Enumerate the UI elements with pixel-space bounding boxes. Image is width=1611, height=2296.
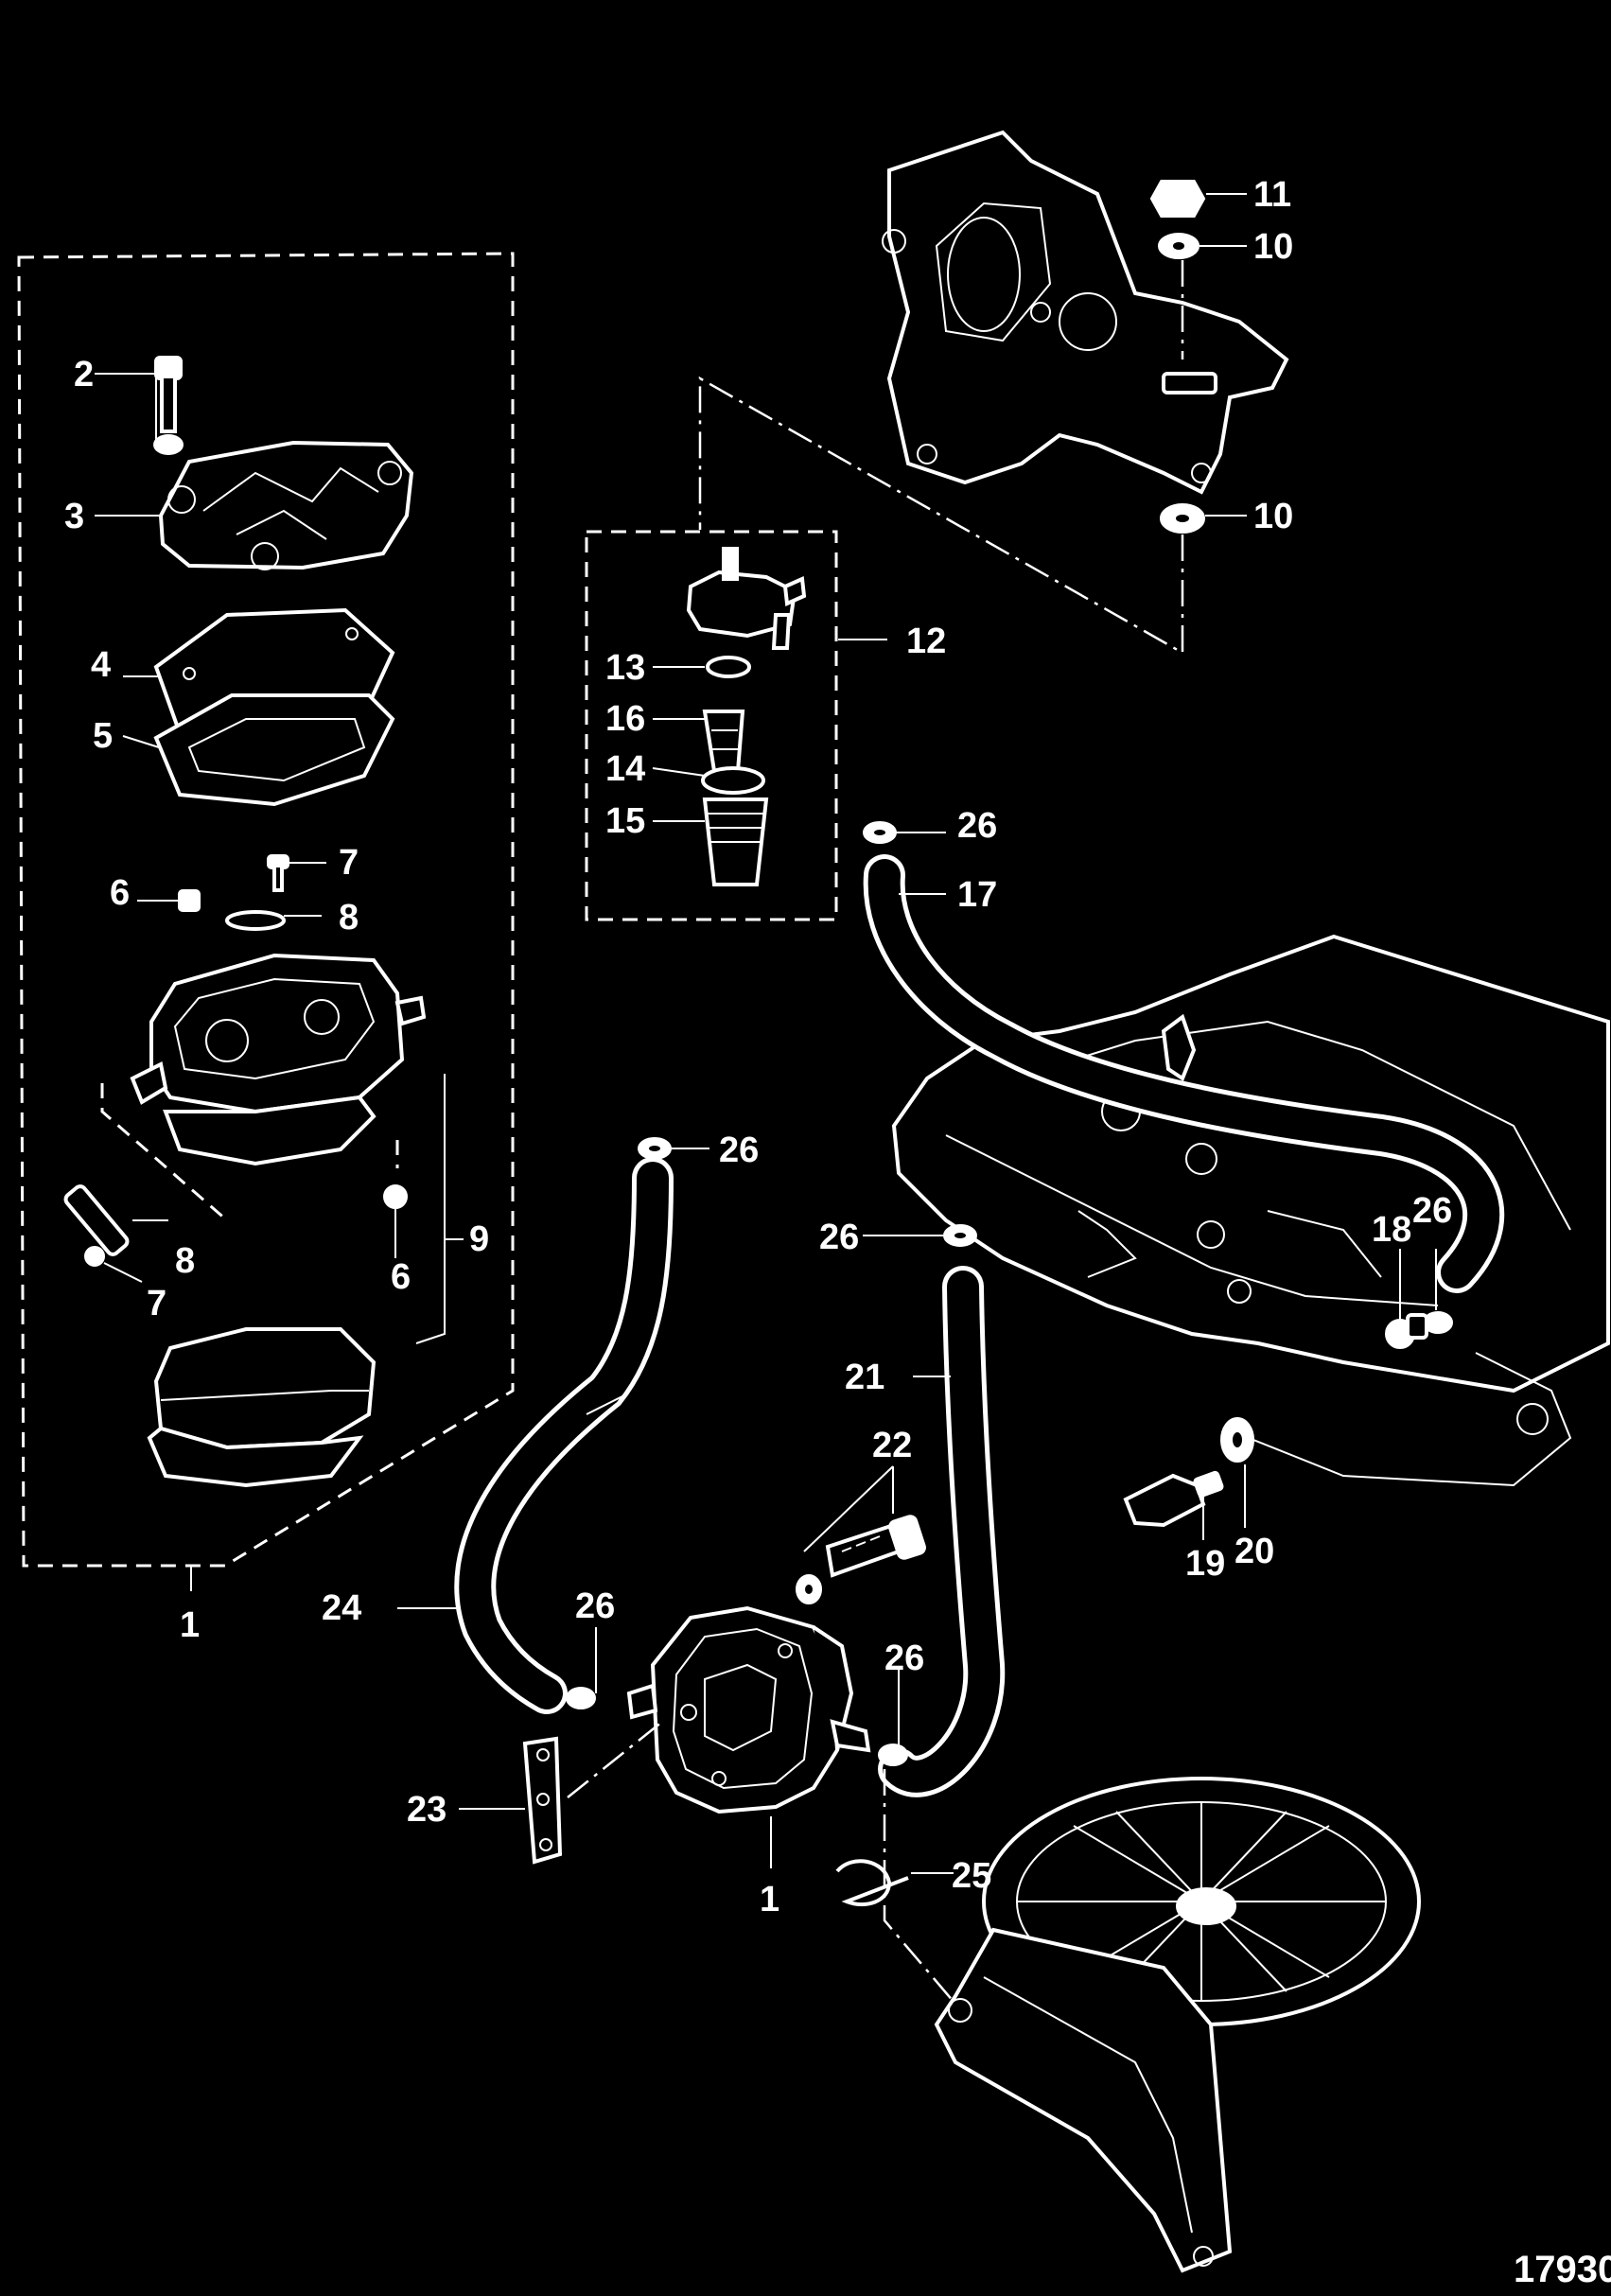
check-valve-bottom — [63, 1083, 408, 1267]
washer-20 — [1220, 1417, 1254, 1463]
callout-26-d: 26 — [1412, 1191, 1452, 1231]
clamp-26-pump-right — [878, 1744, 908, 1766]
clamp-26-pump-left — [566, 1687, 596, 1709]
callout-13: 13 — [605, 648, 645, 688]
fuel-filter-assembly — [686, 547, 807, 886]
clamp-26-hose21 — [943, 1224, 977, 1247]
leaders-left — [95, 373, 464, 1283]
fuel-pump-kit-boundary — [17, 252, 515, 1591]
callout-labels: 2 3 4 5 6 7 8 8 7 6 9 1 11 10 10 12 13 1… — [64, 175, 1611, 2290]
callout-10-top: 10 — [1253, 227, 1293, 267]
callout-20: 20 — [1235, 1532, 1274, 1571]
nut-11 — [1149, 180, 1206, 218]
leader-9-bracket — [415, 1074, 446, 1344]
callout-14: 14 — [605, 749, 645, 789]
callout-24: 24 — [322, 1588, 361, 1628]
fitting-18 — [1385, 1313, 1428, 1349]
fuel-pump — [626, 1605, 871, 1814]
callout-26-a: 26 — [957, 806, 997, 846]
callout-26-b: 26 — [719, 1130, 759, 1170]
callout-5: 5 — [93, 716, 113, 756]
hose-21 — [878, 1266, 1006, 1797]
fitting-19 — [1123, 1470, 1224, 1528]
callout-26-c: 26 — [819, 1218, 859, 1257]
callout-6-top: 6 — [110, 873, 130, 913]
callout-8-bottom: 8 — [175, 1241, 195, 1281]
clip-25 — [835, 1769, 966, 2016]
callout-4: 4 — [91, 645, 111, 685]
callout-26-e: 26 — [575, 1586, 615, 1626]
callout-23: 23 — [407, 1790, 447, 1830]
callout-25: 25 — [952, 1856, 991, 1896]
callout-18: 18 — [1372, 1210, 1411, 1250]
callout-2: 2 — [74, 355, 94, 394]
callout-15: 15 — [605, 801, 645, 841]
callout-19: 19 — [1185, 1544, 1225, 1584]
figure-number: 17930 — [1514, 2249, 1611, 2290]
callout-3: 3 — [64, 497, 84, 536]
leaders-bracket — [698, 193, 1247, 656]
callout-26-f: 26 — [884, 1639, 924, 1678]
callout-8-top: 8 — [339, 898, 359, 938]
callout-21: 21 — [845, 1358, 884, 1397]
leaders-22 — [803, 1465, 894, 1552]
fuel-filter-kit-boundary — [585, 530, 838, 921]
leaders-filter — [652, 639, 887, 822]
washer-10-top — [1158, 233, 1199, 259]
callout-1-kit: 1 — [180, 1605, 200, 1645]
hose-17 — [863, 854, 1505, 1293]
callout-7-bottom: 7 — [147, 1284, 166, 1323]
leaders-hoses — [397, 832, 1437, 1745]
callout-16: 16 — [605, 699, 645, 739]
clamp-26-fitting18 — [1423, 1311, 1453, 1334]
callout-1-pump: 1 — [760, 1880, 779, 1919]
callout-22: 22 — [872, 1426, 912, 1465]
callout-12: 12 — [906, 622, 946, 661]
leaders-19-20 — [1202, 1464, 1246, 1540]
cover-screw — [153, 356, 184, 455]
lower-housing — [934, 1777, 1421, 2273]
bolt-22 — [796, 1515, 926, 1604]
mounting-bracket — [882, 130, 1289, 495]
pump-base — [147, 1327, 376, 1488]
hose-24 — [454, 1157, 674, 1714]
callout-11: 11 — [1253, 175, 1291, 215]
plate-23 — [459, 1721, 663, 1865]
check-valve-top — [178, 854, 289, 931]
callout-10-bottom: 10 — [1253, 497, 1293, 536]
callout-17: 17 — [957, 875, 997, 915]
washer-10-bottom — [1160, 503, 1205, 534]
clamp-26-hose24 — [638, 1137, 672, 1160]
pump-body — [130, 953, 427, 1166]
callout-9: 9 — [469, 1219, 489, 1259]
clamp-26-top — [863, 821, 897, 844]
callout-7-top: 7 — [339, 843, 359, 883]
gasket — [153, 693, 395, 807]
pump-cover — [158, 440, 414, 570]
callout-6-bottom: 6 — [391, 1257, 411, 1297]
